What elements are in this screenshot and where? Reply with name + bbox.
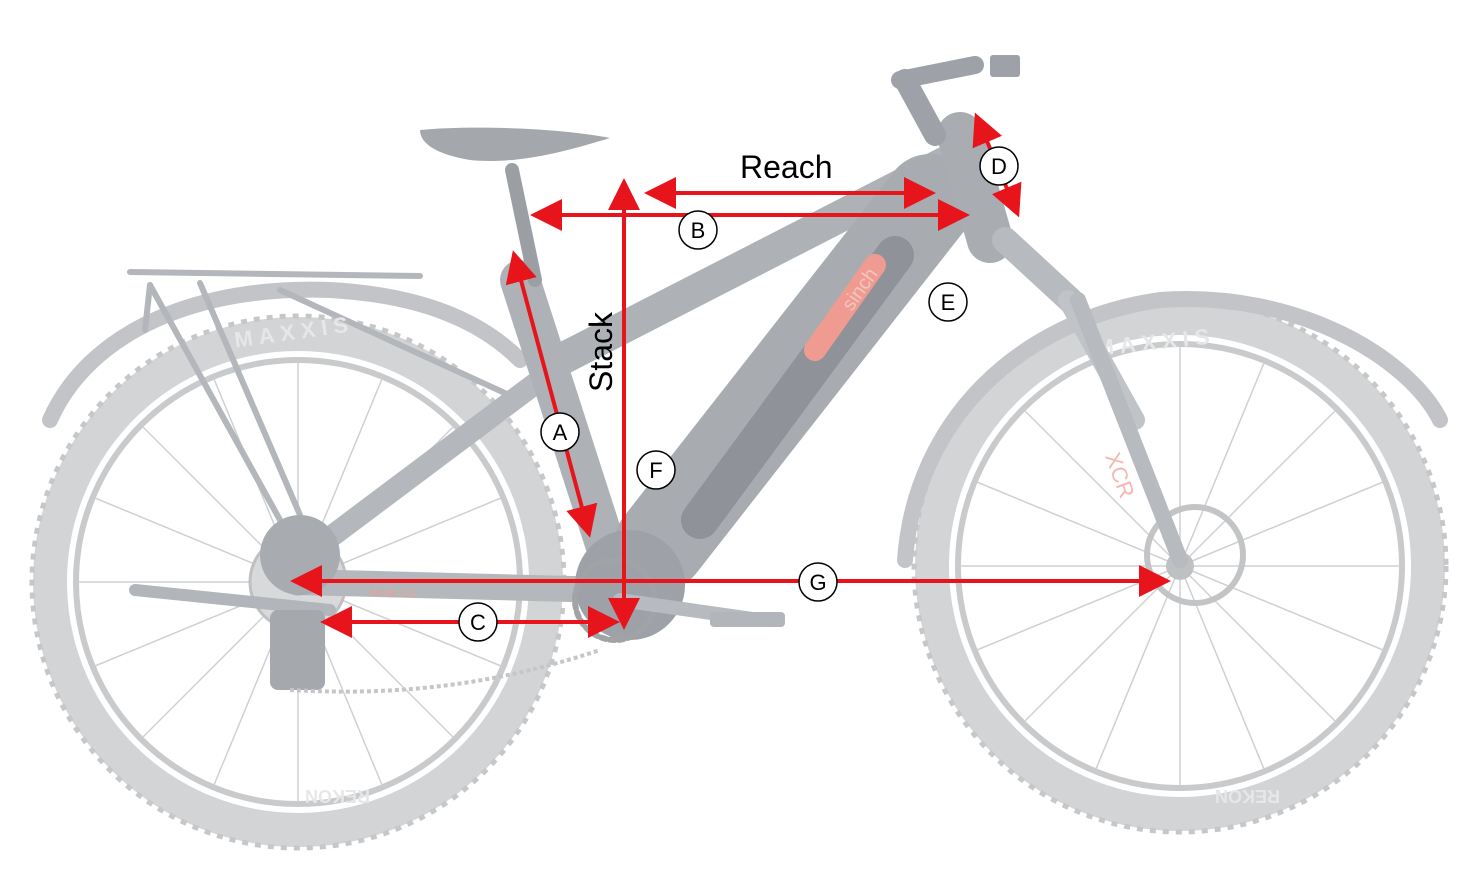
label-e: E	[928, 282, 968, 322]
label-f-text: F	[649, 458, 662, 483]
stack-label: Stack	[583, 311, 619, 392]
label-c: C	[458, 602, 498, 642]
front-fork	[992, 227, 1188, 568]
label-c-text: C	[470, 610, 486, 635]
rear-tire-model: REKON	[305, 786, 370, 806]
saddle	[420, 127, 610, 161]
label-b-text: B	[691, 218, 706, 243]
front-tire-model: REKON	[1215, 786, 1280, 806]
label-a: A	[540, 412, 580, 452]
handlebar	[891, 55, 1020, 146]
reach-label: Reach	[740, 149, 833, 185]
label-a-text: A	[553, 420, 568, 445]
label-b: B	[678, 210, 718, 250]
rear-fender	[42, 281, 528, 428]
front-fender	[897, 291, 1448, 568]
frame-model: Moda 3.5	[370, 586, 416, 600]
a-arrow	[505, 250, 598, 538]
label-d: D	[979, 146, 1019, 186]
label-g-text: G	[809, 570, 826, 595]
rear-rack	[127, 269, 523, 523]
label-g: G	[798, 562, 838, 602]
label-d-text: D	[991, 154, 1007, 179]
label-e-text: E	[941, 290, 956, 315]
label-f: F	[636, 450, 676, 490]
